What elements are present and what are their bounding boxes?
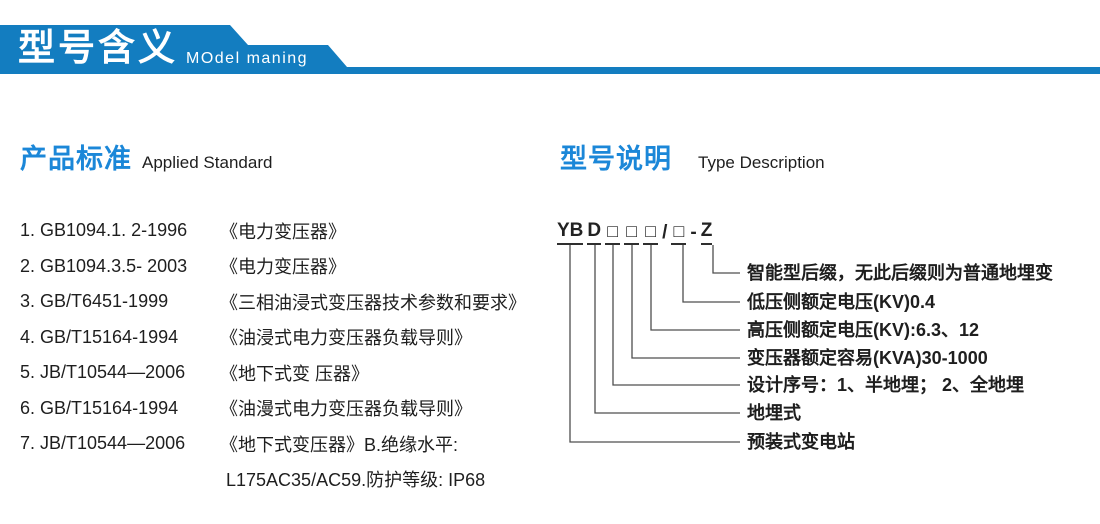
model-code-placeholder-box: □ — [671, 222, 687, 245]
page-title: 型号含义 — [18, 27, 178, 68]
header-banner — [0, 25, 1100, 74]
list-item: 7. JB/T10544—2006 《地下式变压器》B.绝缘水平: — [20, 426, 550, 462]
applied-standard-title-zh: 产品标准 — [20, 144, 132, 174]
standard-code: 2. GB1094.3.5- 2003 — [20, 255, 188, 276]
code-description: 智能型后缀，无此后缀则为普通地埋变 — [747, 263, 1053, 283]
standard-code: 6. GB/T15164-1994 — [20, 397, 179, 418]
page-subtitle: MOdel maning — [186, 50, 309, 67]
code-description: 设计序号：1、半地埋； 2、全地埋 — [747, 375, 1025, 395]
list-item: 3. GB/T6451-1999 《三相油浸式变压器技术参数和要求》 — [20, 284, 550, 320]
applied-standard-section-title: 产品标准 Applied Standard — [20, 137, 272, 176]
model-code-placeholder-box: □ — [624, 222, 640, 245]
standard-desc: 《油浸式电力变压器负载导则》 — [220, 328, 472, 349]
list-item: 6. GB/T15164-1994 《油漫式电力变压器负载导则》 — [20, 391, 550, 427]
standard-desc: 《油漫式电力变压器负载导则》 — [220, 399, 472, 420]
standard-code: 3. GB/T6451-1999 — [20, 291, 169, 312]
model-code-part-d: D — [587, 221, 602, 245]
standard-desc: 《地下式变 压器》 — [220, 363, 370, 384]
model-code: YB D □ □ □ / □ - Z — [557, 221, 713, 245]
type-description-title-zh: 型号说明 — [560, 144, 672, 174]
model-code-placeholder-box: □ — [643, 222, 659, 245]
type-description-title-en: Type Description — [698, 153, 825, 172]
standard-desc: 《三相油浸式变压器技术参数和要求》 — [220, 292, 526, 313]
code-description: 高压侧额定电压(KV):6.3、12 — [747, 320, 980, 340]
model-code-part-z: Z — [700, 221, 713, 245]
standard-code: 5. JB/T10544—2006 — [20, 362, 186, 383]
type-description-section-title: 型号说明 Type Description — [560, 137, 825, 176]
standard-code: 1. GB1094.1. 2-1996 — [20, 220, 188, 241]
standard-code: 4. GB/T15164-1994 — [20, 326, 179, 347]
model-code-placeholder-box: □ — [605, 222, 621, 245]
standards-list: 1. GB1094.1. 2-1996 《电力变压器》 2. GB1094.3.… — [20, 213, 550, 497]
model-code-part-yb: YB — [557, 221, 584, 245]
model-code-dash: - — [690, 222, 697, 243]
list-item: 4. GB/T15164-1994 《油浸式电力变压器负载导则》 — [20, 320, 550, 356]
list-item: 2. GB1094.3.5- 2003 《电力变压器》 — [20, 249, 550, 285]
code-description: 变压器额定容易(KVA)30-1000 — [747, 348, 988, 368]
model-code-slash: / — [662, 222, 668, 243]
code-description: 预装式变电站 — [747, 432, 855, 452]
standard-continuation: L175AC35/AC59.防护等级: IP68 — [226, 470, 486, 491]
standard-code: 7. JB/T10544—2006 — [20, 433, 186, 454]
code-description: 低压侧额定电压(KV)0.4 — [747, 292, 936, 312]
code-description: 地埋式 — [747, 403, 801, 423]
list-item: 1. GB1094.1. 2-1996 《电力变压器》 — [20, 213, 550, 249]
standard-desc: 《电力变压器》 — [220, 257, 346, 278]
standard-desc: 《电力变压器》 — [220, 221, 346, 242]
list-item: 5. JB/T10544—2006 《地下式变 压器》 — [20, 355, 550, 391]
standard-desc: 《地下式变压器》B.绝缘水平: — [220, 434, 459, 455]
applied-standard-title-en: Applied Standard — [142, 153, 273, 172]
